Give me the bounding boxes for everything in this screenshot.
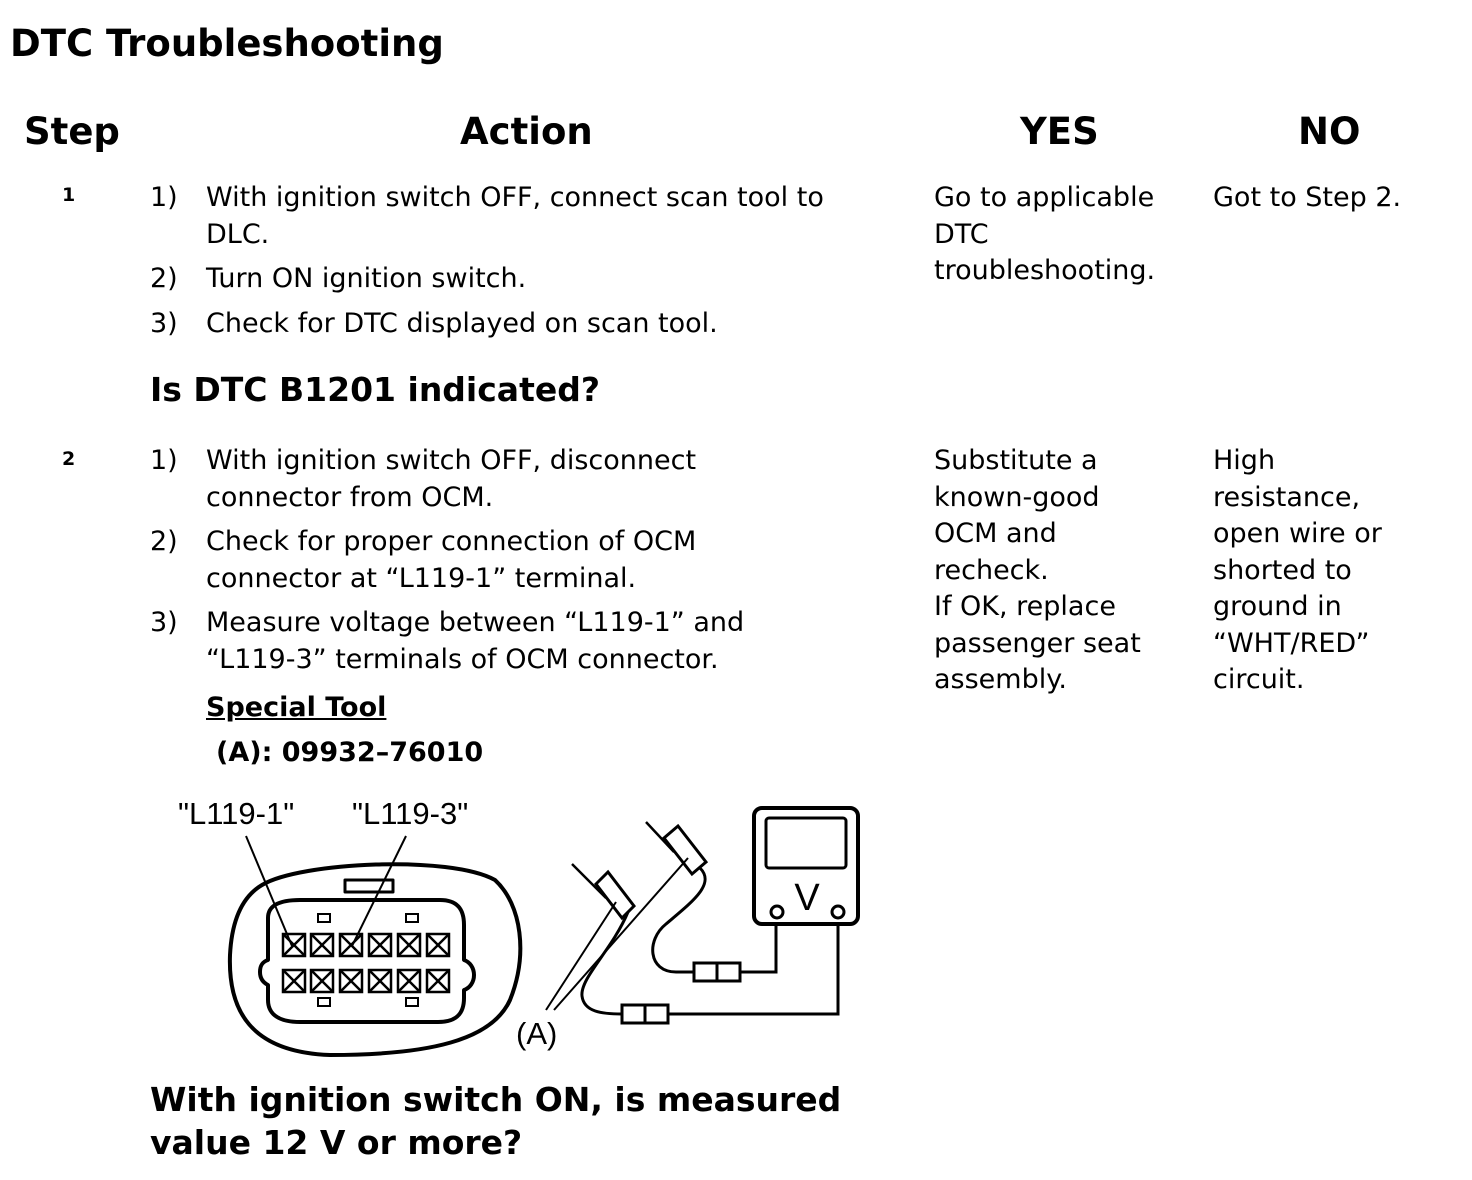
wire-left-to-meter [668,914,840,1016]
connector-housing-inner [258,898,476,1024]
tool-label-a: (A) [516,1016,558,1051]
column-header-yes: YES [1020,110,1099,153]
action-item-number: 2) [150,263,178,294]
action-item-text: Check for proper connection of OCM conne… [206,526,697,594]
wire-probe-right [651,866,707,974]
column-header-step: Step [24,110,120,153]
wire-probe-left [580,911,630,1016]
probe-right [645,821,709,877]
terminal-label-l119-1: "L119-1" [178,796,295,831]
action-item-number: 3) [150,607,178,638]
action-item-text: Check for DTC displayed on scan tool. [206,308,718,339]
leader-line-a-left [545,901,617,1011]
leader-line-a-right [553,857,689,1011]
action-item-number: 3) [150,308,178,339]
step-number: 1 [62,184,76,206]
connector-latch [343,878,395,894]
no-result: High resistance, open wire or shorted to… [1213,445,1382,695]
page-title: DTC Troubleshooting [10,22,444,65]
wire-connector-blocks [620,961,742,1025]
action-item-text: With ignition switch OFF, disconnect con… [206,445,697,513]
yes-result: Substitute a known-good OCM and recheck.… [934,445,1141,695]
step-number: 2 [62,448,76,470]
special-tool-number: (A): 09932–76010 [216,737,484,768]
leader-line-l119-1 [245,835,293,947]
yes-result: Go to applicable DTC troubleshooting. [934,182,1156,286]
voltmeter-symbol: V [794,877,820,919]
terminal-row-top [281,932,451,958]
leader-line-l119-3 [351,835,407,947]
column-header-no: NO [1298,110,1361,153]
wire-right-to-meter [740,914,778,974]
no-result: Got to Step 2. [1213,182,1402,213]
action-item-text: Measure voltage between “L119-1” and “L1… [206,607,745,675]
action-item-number: 1) [150,445,178,476]
action-item-text: Turn ON ignition switch. [206,263,527,294]
step-question: Is DTC B1201 indicated? [150,370,600,409]
action-item-text: With ignition switch OFF, connect scan t… [206,182,824,250]
probe-left [571,863,636,921]
connector-housing-outer [227,862,523,1057]
step-question: With ignition switch ON, is measured val… [150,1080,842,1162]
column-header-action: Action [460,110,593,153]
voltmeter [752,806,860,926]
action-item-number: 2) [150,526,178,557]
terminal-row-bottom [281,968,451,994]
special-tool-title: Special Tool [206,692,387,723]
terminal-label-l119-3: "L119-3" [352,796,469,831]
action-item-number: 1) [150,182,178,213]
